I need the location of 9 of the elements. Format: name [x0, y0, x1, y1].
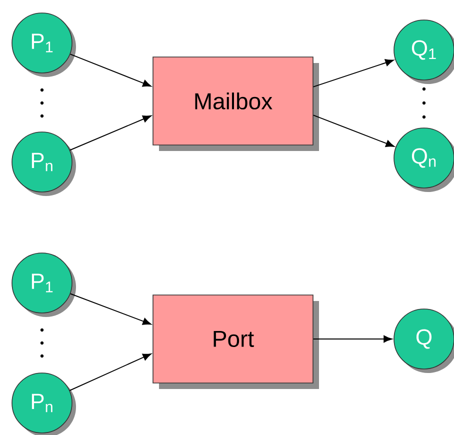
- arrow: [312, 59, 394, 88]
- arrow: [312, 114, 394, 147]
- arrow: [70, 293, 152, 325]
- arrow: [69, 353, 152, 391]
- arrow: [70, 115, 152, 151]
- arrow: [312, 335, 392, 343]
- arrow: [70, 54, 152, 87]
- mailbox-box: Port: [152, 294, 319, 389]
- mailbox-box: Mailbox: [152, 56, 319, 151]
